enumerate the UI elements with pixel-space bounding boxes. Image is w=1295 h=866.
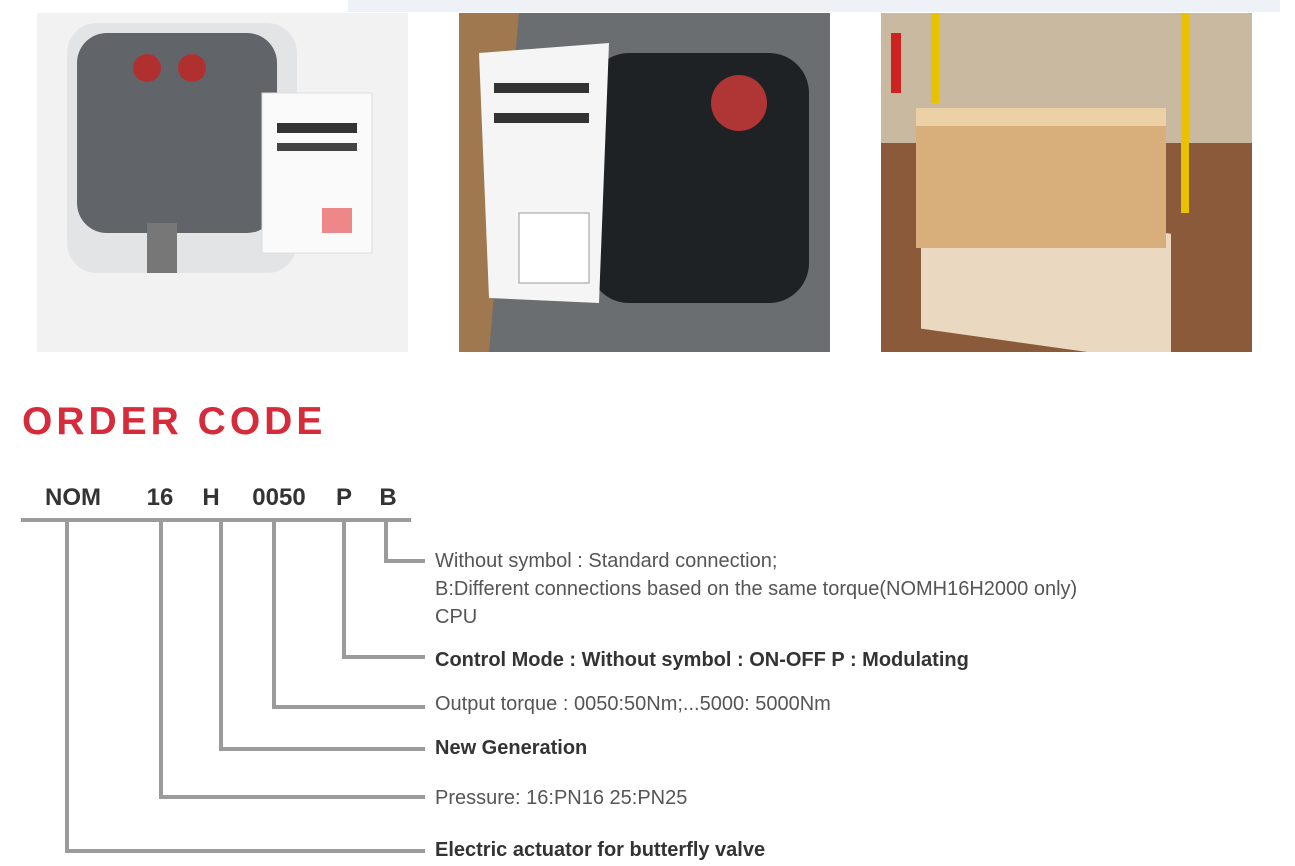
torque-description: Output torque : 0050:50Nm;...5000: 5000N… bbox=[435, 693, 831, 715]
connection-description-line2: B:Different connections based on the sam… bbox=[435, 578, 1078, 600]
code-part-control-mode: P bbox=[335, 484, 353, 511]
pressure-description: Pressure: 16:PN16 25:PN25 bbox=[435, 787, 688, 809]
top-bar bbox=[348, 0, 1280, 12]
code-part-nom: NOM bbox=[45, 484, 101, 511]
product-photo-actuator-wrapped bbox=[37, 13, 408, 352]
order-code-title: ORDER CODE bbox=[22, 400, 327, 443]
code-part-torque: 0050 bbox=[252, 484, 306, 511]
actuator-type-description: Electric actuator for butterfly valve bbox=[435, 839, 766, 861]
generation-description: New Generation bbox=[435, 737, 588, 759]
connection-description-line1: Without symbol : Standard connection; bbox=[435, 550, 778, 572]
product-photo-pallet-warehouse bbox=[881, 13, 1252, 352]
control-mode-description: Control Mode : Without symbol : ON-OFF P… bbox=[435, 649, 969, 671]
connection-description-line3: CPU bbox=[435, 606, 478, 628]
code-part-connection: B bbox=[379, 484, 397, 511]
code-part-generation: H bbox=[202, 484, 220, 511]
product-photo-actuator-in-box bbox=[459, 13, 830, 352]
code-part-pressure: 16 bbox=[146, 484, 174, 511]
